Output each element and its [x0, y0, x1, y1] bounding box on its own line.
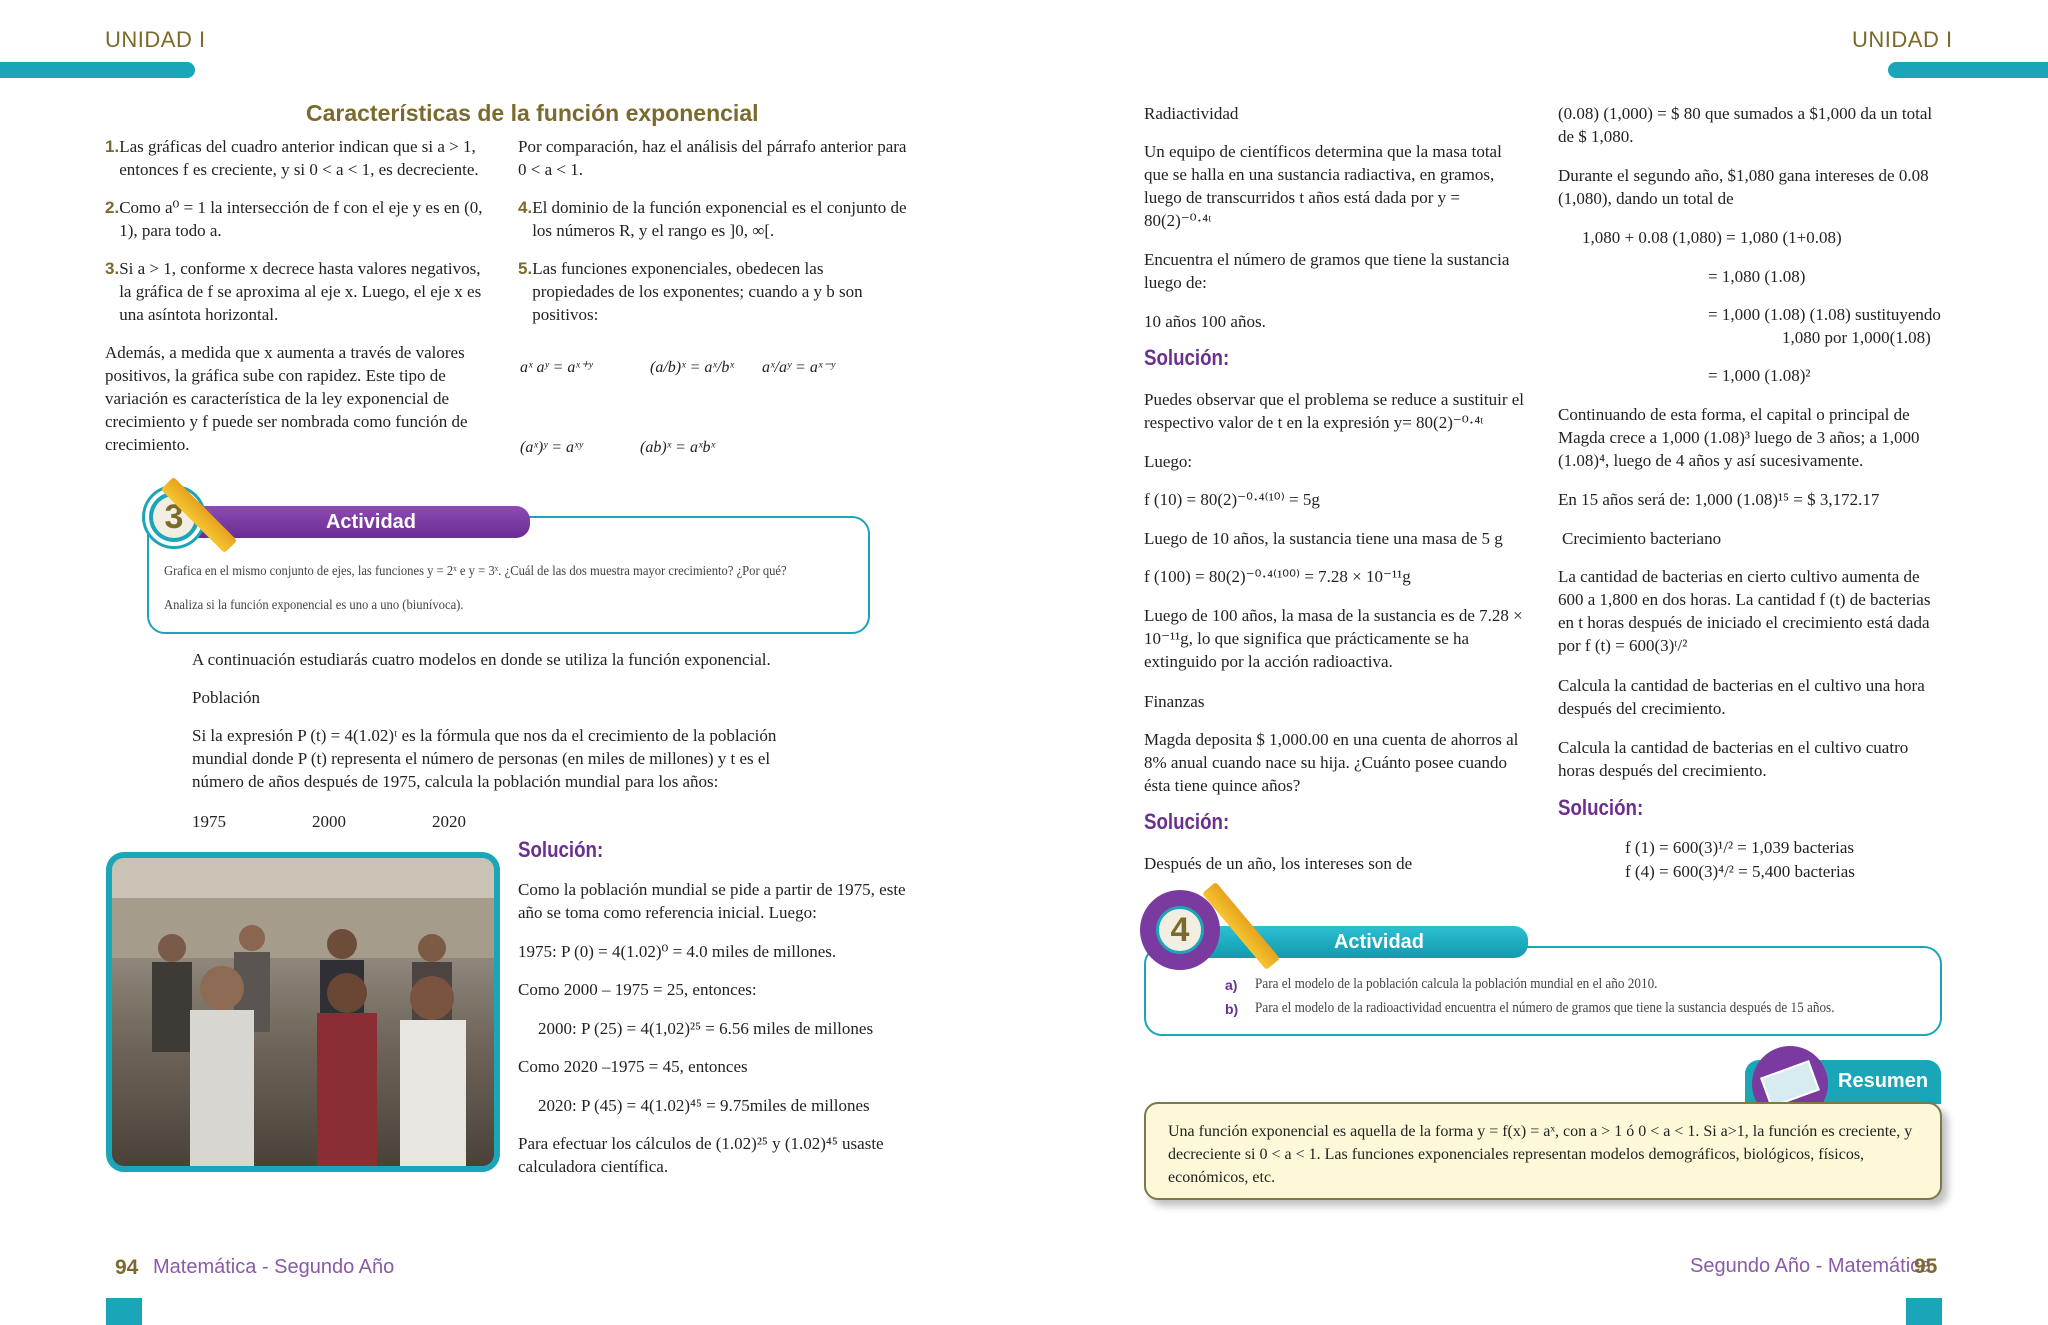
item-number: 3.	[105, 259, 120, 278]
activity-4-b: Para el modelo de la radioactividad encu…	[1255, 1000, 1835, 1016]
bacteria-question-1: Calcula la cantidad de bacterias en el c…	[1558, 676, 1925, 718]
footer-text-right: Segundo Año - Matemática	[1690, 1255, 1932, 1277]
property-item: 4. El dominio de la función exponencial …	[518, 196, 908, 242]
crowd-illustration	[112, 858, 494, 1166]
page-number-left: 94	[115, 1256, 139, 1279]
radio-text: Un equipo de científicos determina que l…	[1144, 142, 1502, 230]
bacteria-sol-1: f (1) = 600(3)¹/² = 1,039 bacterias	[1625, 838, 1855, 857]
poblacion-label: Población	[192, 688, 260, 707]
radio-sol-4: Luego de 10 años, la sustancia tiene una…	[1144, 529, 1503, 548]
year-2000: 2000	[312, 812, 346, 831]
solucion-line-7: Para efectuar los cálculos de (1.02)²⁵ y…	[518, 1134, 884, 1176]
right-header-bar	[1888, 62, 2048, 78]
models-intro: A continuación estudiarás cuatro modelos…	[192, 650, 771, 669]
item-number: 4.	[518, 198, 533, 217]
resumen-text: Una función exponencial es aquella de la…	[1168, 1123, 1913, 1186]
activity-number-text: 4	[1156, 906, 1204, 954]
comparison-text: Por comparación, haz el análisis del pár…	[518, 137, 907, 179]
solucion-line-1: Como la población mundial se pide a part…	[518, 880, 906, 922]
finanzas-col2-line8: Continuando de esta forma, el capital o …	[1558, 405, 1920, 470]
property-item: 3. Si a > 1, conforme x decrece hasta va…	[105, 257, 490, 326]
radio-question: Encuentra el número de gramos que tiene …	[1144, 250, 1510, 292]
radio-sol-3: f (10) = 80(2)⁻⁰·⁴⁽¹⁰⁾ = 5g	[1144, 490, 1320, 509]
property-list-col1: 1. Las gráficas del cuadro anterior indi…	[105, 135, 490, 456]
finanzas-text: Magda deposita $ 1,000.00 en una cuenta …	[1144, 730, 1519, 795]
item-text: Las funciones exponenciales, obedecen la…	[532, 259, 863, 324]
resumen-box	[1144, 1102, 1942, 1200]
solucion-label-radio: Solución:	[1144, 345, 1230, 370]
item-text: Las gráficas del cuadro anterior indican…	[119, 137, 479, 179]
item-text: Como a⁰ = 1 la intersección de f con el …	[119, 198, 483, 240]
item-text: Si a > 1, conforme x decrece hasta valor…	[119, 259, 482, 324]
solucion-label-left: Solución:	[518, 837, 604, 862]
footer-tab-right	[1906, 1298, 1942, 1325]
resumen-label: Resumen	[1838, 1070, 1929, 1092]
exponent-property-3: aˣ/aʸ = aˣ⁻ʸ	[762, 359, 835, 376]
radio-years: 10 años 100 años.	[1144, 312, 1266, 331]
growth-paragraph: Además, a medida que x aumenta a través …	[105, 343, 468, 454]
finanzas-col2-line1: (0.08) (1,000) = $ 80 que sumados a $1,0…	[1558, 104, 1933, 146]
finanzas-col2-line7: = 1,000 (1.08)²	[1708, 366, 1811, 385]
item-number: 5.	[518, 259, 533, 278]
property-item: 1. Las gráficas del cuadro anterior indi…	[105, 135, 490, 181]
finanzas-col2-line4: = 1,080 (1.08)	[1708, 267, 1806, 286]
bacteria-label: Crecimiento bacteriano	[1562, 529, 1722, 548]
solucion-line-5: Como 2020 –1975 = 45, entonces	[518, 1057, 748, 1076]
bacteria-sol-2: f (4) = 600(3)⁴/² = 5,400 bacterias	[1625, 862, 1855, 881]
finanzas-sol: Después de un año, los intereses son de	[1144, 854, 1413, 873]
bacteria-question-2: Calcula la cantidad de bacterias en el c…	[1558, 738, 1909, 780]
solucion-line-2: 1975: P (0) = 4(1.02)⁰ = 4.0 miles de mi…	[518, 942, 837, 961]
poblacion-text: Si la expresión P (t) = 4(1.02)ᵗ es la f…	[192, 726, 777, 791]
item-number: 1.	[105, 137, 120, 156]
solucion-label-bacteria: Solución:	[1558, 795, 1644, 820]
item-text: El dominio de la función exponencial es …	[532, 198, 907, 240]
footer-tab-left	[106, 1298, 142, 1325]
footer-text-left: Matemática - Segundo Año	[153, 1256, 395, 1278]
activity-3-band: Actividad	[192, 506, 530, 538]
bacteria-text: La cantidad de bacterias en cierto culti…	[1558, 567, 1931, 655]
radiactividad-label: Radiactividad	[1144, 104, 1239, 123]
crowd-photo	[106, 852, 500, 1172]
year-2020: 2020	[432, 812, 466, 831]
finanzas-col2-line9: En 15 años será de: 1,000 (1.08)¹⁵ = $ 3…	[1558, 490, 1880, 509]
solucion-line-3: Como 2000 – 1975 = 25, entonces:	[518, 980, 757, 999]
solucion-line-4: 2000: P (25) = 4(1,02)²⁵ = 6.56 miles de…	[538, 1019, 874, 1038]
right-unit-title: UNIDAD I	[1852, 27, 1953, 52]
finanzas-col2-line5: = 1,000 (1.08) (1.08) sustituyendo	[1708, 305, 1941, 324]
property-item: 5. Las funciones exponenciales, obedecen…	[518, 257, 908, 326]
solucion-line-6: 2020: P (45) = 4(1.02)⁴⁵ = 9.75miles de …	[538, 1096, 870, 1115]
radio-sol-5: f (100) = 80(2)⁻⁰·⁴⁽¹⁰⁰⁾ = 7.28 × 10⁻¹¹g	[1144, 567, 1411, 586]
property-item: 2. Como a⁰ = 1 la intersección de f con …	[105, 196, 490, 242]
finanzas-col2-line3: 1,080 + 0.08 (1,080) = 1,080 (1+0.08)	[1582, 228, 1842, 247]
finanzas-col2-line2: Durante el segundo año, $1,080 gana inte…	[1558, 166, 1929, 208]
activity-4-b-label: b)	[1225, 1001, 1239, 1017]
page-number-right: 95	[1914, 1255, 1938, 1278]
activity-3-line2: Analiza si la función exponencial es uno…	[164, 598, 464, 613]
radio-sol-6: Luego de 100 años, la masa de la sustanc…	[1144, 606, 1523, 671]
item-number: 2.	[105, 198, 120, 217]
exponent-property-4: (aˣ)ʸ = aˣʸ	[520, 439, 583, 456]
radio-sol-1: Puedes observar que el problema se reduc…	[1144, 390, 1525, 432]
year-1975: 1975	[192, 812, 226, 831]
finanzas-label: Finanzas	[1144, 692, 1205, 711]
radio-sol-2: Luego:	[1144, 452, 1193, 471]
left-header-bar	[0, 62, 195, 78]
activity-4-a-label: a)	[1225, 977, 1238, 993]
left-unit-title: UNIDAD I	[105, 27, 206, 52]
exponent-property-1: aˣ aʸ = aˣ⁺ʸ	[520, 359, 593, 376]
section-title: Características de la función exponencia…	[306, 100, 759, 126]
solucion-label-finanzas: Solución:	[1144, 809, 1230, 834]
activity-3-line1: Grafica en el mismo conjunto de ejes, la…	[164, 564, 787, 579]
activity-4-number: 4	[1140, 890, 1220, 970]
exponent-property-5: (ab)ˣ = aˣbˣ	[640, 439, 715, 456]
exponent-property-2: (a/b)ˣ = aˣ/bˣ	[650, 359, 734, 376]
property-list-col2: Por comparación, haz el análisis del pár…	[518, 135, 908, 326]
activity-4-a: Para el modelo de la población calcula l…	[1255, 976, 1658, 992]
finanzas-col2-line6: 1,080 por 1,000(1.08)	[1782, 328, 1931, 347]
